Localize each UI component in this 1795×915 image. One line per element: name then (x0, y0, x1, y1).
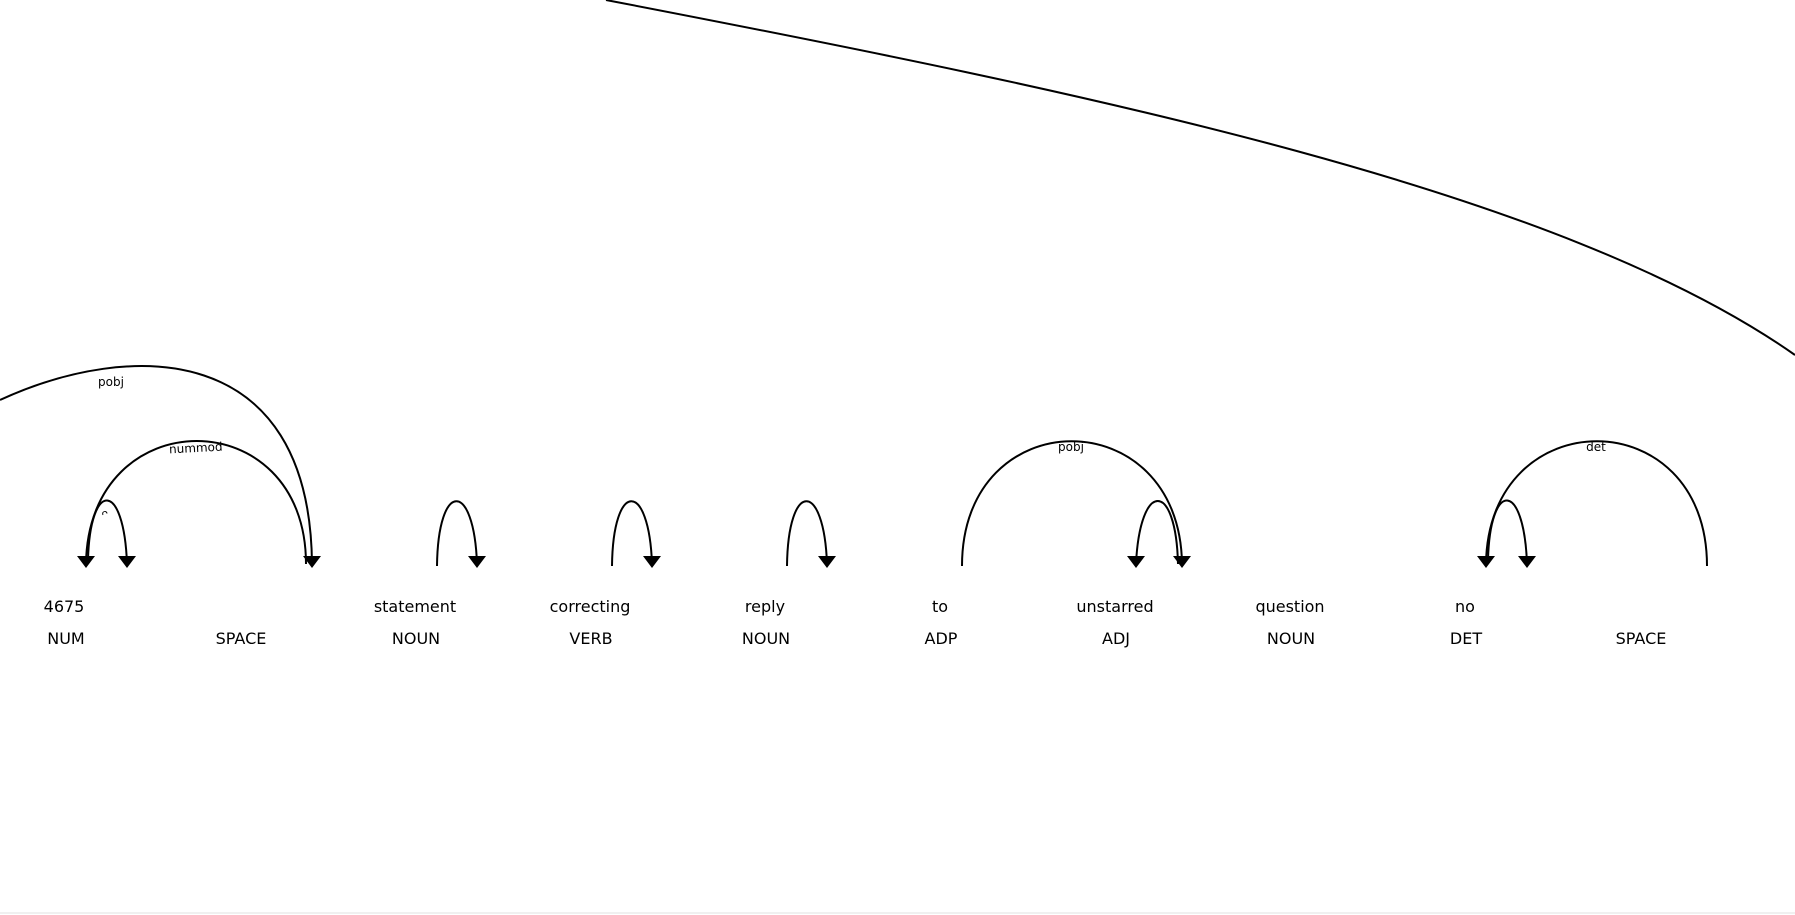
arc-det (1485, 440, 1708, 567)
arc-small-statement (436, 500, 478, 567)
token-tag: ADP (925, 629, 958, 648)
token-tag: NOUN (1267, 629, 1315, 648)
token-tag: NUM (47, 629, 84, 648)
arc-small-unstarred (1135, 500, 1179, 565)
arc-pobj-to (961, 440, 1183, 567)
token-word: no (1455, 597, 1475, 616)
arrowhead-pobj-left (303, 556, 321, 568)
token-word: question (1255, 597, 1324, 616)
token-tag: NOUN (742, 629, 790, 648)
arc-small-no (1487, 499, 1528, 565)
token-word: to (932, 597, 948, 616)
arrowhead-small-statement (468, 556, 486, 568)
arc-label-nummod: nummod (169, 440, 223, 457)
token-tag: SPACE (216, 629, 267, 648)
token-word: 4675 (44, 597, 85, 616)
token-tag: DET (1450, 629, 1482, 648)
arc-label-pobj-left: pobj (98, 375, 124, 389)
arc-small-reply (786, 500, 828, 567)
token-word: statement (374, 597, 456, 616)
arrowhead-small-correcting (643, 556, 661, 568)
token-tag: ADJ (1102, 629, 1130, 648)
token-word: correcting (550, 597, 631, 616)
long-arc-offscreen (605, 0, 1795, 356)
arrowhead-small-4675 (118, 556, 136, 568)
arrowhead-pobj-to (1173, 556, 1191, 568)
arrowhead-nummod (77, 556, 95, 568)
arc-label-det: det (1586, 440, 1606, 454)
arc-small-correcting (611, 500, 653, 567)
mini-label-4675: ᴖ (99, 506, 110, 521)
arrowhead-small-unstarred (1127, 556, 1145, 568)
token-tag: NOUN (392, 629, 440, 648)
arc-small-4675 (87, 499, 128, 565)
token-tag: SPACE (1616, 629, 1667, 648)
arrowhead-det (1477, 556, 1495, 568)
token-tag: VERB (569, 629, 612, 648)
arc-pobj-left (0, 365, 313, 565)
token-word: reply (745, 597, 785, 616)
arc-label-pobj-to: pobj (1058, 440, 1084, 454)
arrowhead-small-reply (818, 556, 836, 568)
arc-nummod (85, 440, 307, 565)
token-word: unstarred (1076, 597, 1153, 616)
arrowhead-small-no (1518, 556, 1536, 568)
